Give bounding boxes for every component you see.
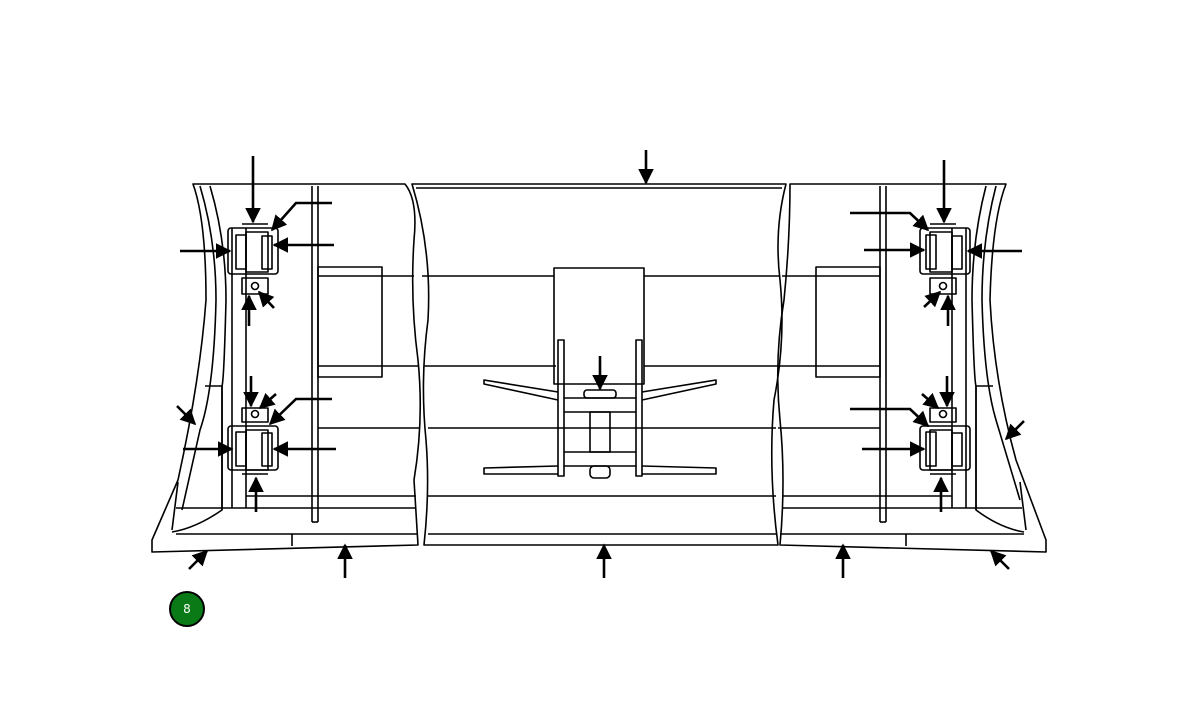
- arrow-left-low-pin: [258, 392, 277, 410]
- left-center-block: [317, 266, 383, 378]
- arrow-right-low-pin: [921, 392, 940, 410]
- left-flange: [205, 385, 223, 510]
- right-lower-clamp: [919, 407, 971, 475]
- left-upper-clamp: [227, 223, 279, 295]
- left-lip: [171, 481, 179, 531]
- right-upper-clamp: [919, 223, 971, 295]
- left-outer-shell: [151, 183, 422, 553]
- arrow-left-top-pin: [257, 290, 275, 309]
- figure-number-badge[interactable]: 8: [169, 591, 205, 627]
- figure-number-label: 8: [183, 602, 191, 616]
- arrow-left-low-leader: [268, 397, 332, 426]
- hitch-assembly: [483, 267, 717, 479]
- right-center-block: [815, 266, 881, 378]
- left-lower-clamp: [227, 407, 279, 475]
- arrow-right-corner: [989, 549, 1010, 570]
- left-inner-curve-2: [171, 185, 227, 533]
- right-outer-shell: [776, 183, 1047, 553]
- left-inner-curve: [181, 185, 217, 511]
- arrow-left-top-leader: [270, 201, 332, 232]
- right-section: [776, 183, 1047, 553]
- center-shell: [411, 183, 787, 546]
- arrow-right-top-leader: [850, 211, 930, 232]
- callout-arrows: [176, 150, 1025, 578]
- arrow-left-corner: [188, 549, 209, 570]
- right-flange: [975, 385, 993, 510]
- arrow-left-side: [176, 405, 197, 426]
- arrow-right-side: [1004, 420, 1025, 441]
- center-section: [411, 183, 787, 546]
- right-lip: [1019, 481, 1027, 531]
- right-inner-curve-2: [971, 185, 1025, 533]
- arrow-right-low-leader: [850, 407, 930, 428]
- right-inner-curve: [981, 185, 1021, 501]
- left-section: [151, 183, 422, 553]
- arrow-right-top-pin: [923, 290, 942, 308]
